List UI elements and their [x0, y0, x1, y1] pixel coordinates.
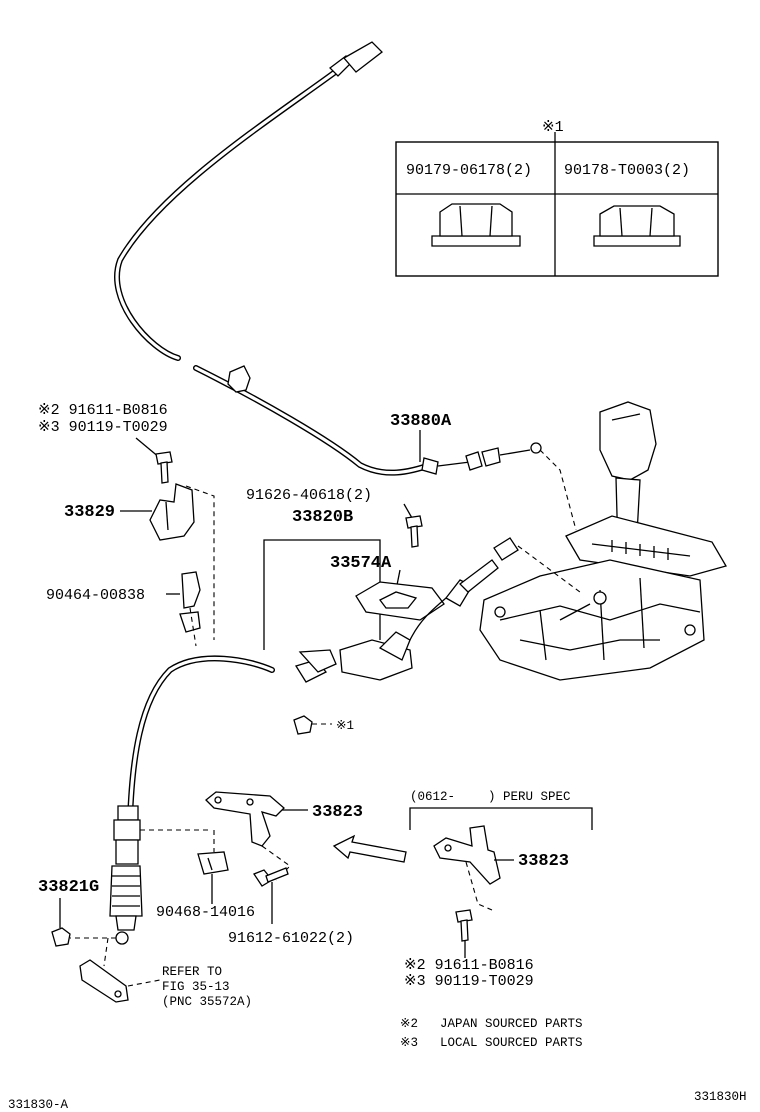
- bracket-33823: [205, 791, 291, 881]
- part-label-91626: 91626-40618(2): [246, 487, 372, 504]
- boot-33574a: [355, 581, 445, 621]
- peru-spec-label-close: ) PERU SPEC: [488, 790, 571, 804]
- legend-mark-2: ※2: [400, 1017, 418, 1031]
- alt-bolt-label-top-2: ※3 90119-T0029: [38, 419, 168, 436]
- alt-bolt-label-bottom-2: ※3 90119-T0029: [404, 973, 534, 990]
- bolt-icon: [455, 909, 473, 942]
- part-label-33823-peru: 33823: [518, 852, 569, 871]
- part-label-90468: 90468-14016: [156, 904, 255, 921]
- refer-text-1: REFER TO: [162, 965, 222, 979]
- shift-lever-assembly: [479, 401, 727, 681]
- inset-note-mark: ※1: [542, 119, 564, 136]
- flange-nut-icon: [593, 205, 681, 247]
- part-label-91612: 91612-61022(2): [228, 930, 354, 947]
- nut-options-table: ※1 90179-06178(2) 90178-T0003(2): [395, 119, 719, 277]
- legend-text-3: LOCAL SOURCED PARTS: [440, 1036, 583, 1050]
- inset-part-number-2: 90178-T0003(2): [564, 162, 690, 179]
- legend-mark-3: ※3: [400, 1036, 418, 1050]
- figure-code: 331830H: [694, 1090, 747, 1104]
- part-label-90464: 90464-00838: [46, 587, 145, 604]
- transmission-cable-33820b: [70, 537, 519, 967]
- clamp-90464: [179, 571, 201, 647]
- part-label-33880a: 33880A: [390, 412, 452, 431]
- nut-note-mark: ※1: [336, 719, 354, 733]
- inset-part-number-1: 90179-06178(2): [406, 162, 532, 179]
- flange-nut-icon: [431, 203, 521, 247]
- legend-text-2: JAPAN SOURCED PARTS: [440, 1017, 583, 1031]
- refer-text-2: FIG 35-13: [162, 980, 230, 994]
- link-rod: [79, 959, 129, 1003]
- refer-text-3: (PNC 35572A): [162, 995, 252, 1009]
- part-label-33829: 33829: [64, 503, 115, 522]
- part-label-33574a: 33574A: [330, 554, 392, 573]
- bracket-33823-peru: [433, 825, 501, 911]
- bolt-icon: [253, 867, 289, 887]
- part-label-33823-main: 33823: [312, 803, 363, 822]
- control-cable-33880a: [114, 41, 577, 531]
- part-label-33820b: 33820B: [292, 508, 353, 527]
- nut-icon: [293, 715, 313, 735]
- bracket-33829: [149, 483, 215, 640]
- alt-bolt-label-top-1: ※2 91611-B0816: [38, 402, 168, 419]
- peru-spec-label-open: (0612-: [410, 790, 455, 804]
- arrow-icon: [332, 834, 407, 863]
- figure-ref: 331830-A: [8, 1098, 69, 1112]
- bolt-icon: [405, 515, 423, 548]
- alt-bolt-label-bottom-1: ※2 91611-B0816: [404, 957, 534, 974]
- bolt-icon: [155, 451, 173, 484]
- nut-icon: [51, 927, 71, 947]
- part-label-33821g: 33821G: [38, 878, 99, 897]
- clip-90468: [197, 830, 229, 875]
